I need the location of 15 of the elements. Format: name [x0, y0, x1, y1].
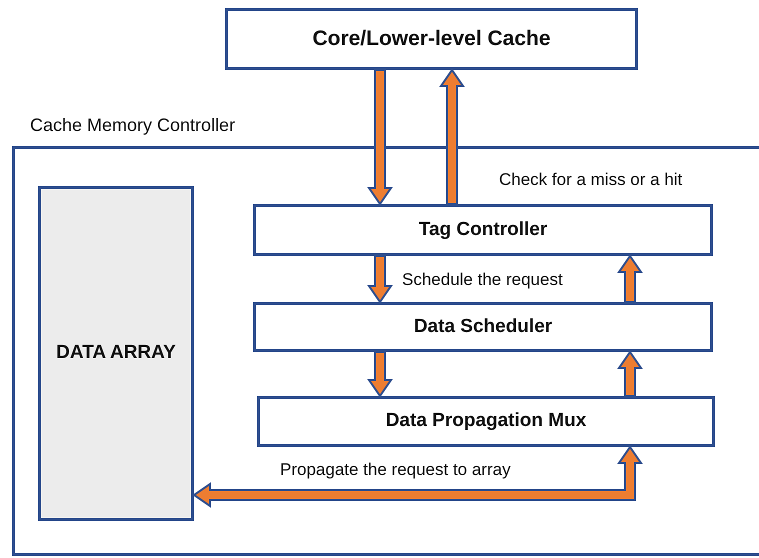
block-arrow: [439, 68, 465, 205]
block-arrow: [367, 255, 393, 304]
edge-label: Schedule the request: [402, 270, 563, 290]
block-arrow: [367, 351, 393, 398]
block-arrow: [367, 69, 393, 206]
process-box: Core/Lower-level Cache: [225, 8, 638, 70]
edge-label: Propagate the request to array: [280, 460, 511, 480]
block-arrow: [617, 350, 643, 397]
data-array-block: DATA ARRAY: [38, 186, 194, 521]
process-box: Tag Controller: [253, 204, 713, 256]
container-heading: Cache Memory Controller: [30, 115, 236, 136]
process-box: Data Propagation Mux: [257, 396, 715, 447]
process-box: Data Scheduler: [253, 302, 713, 352]
block-arrow: [617, 254, 643, 303]
block-arrow: [192, 445, 643, 508]
